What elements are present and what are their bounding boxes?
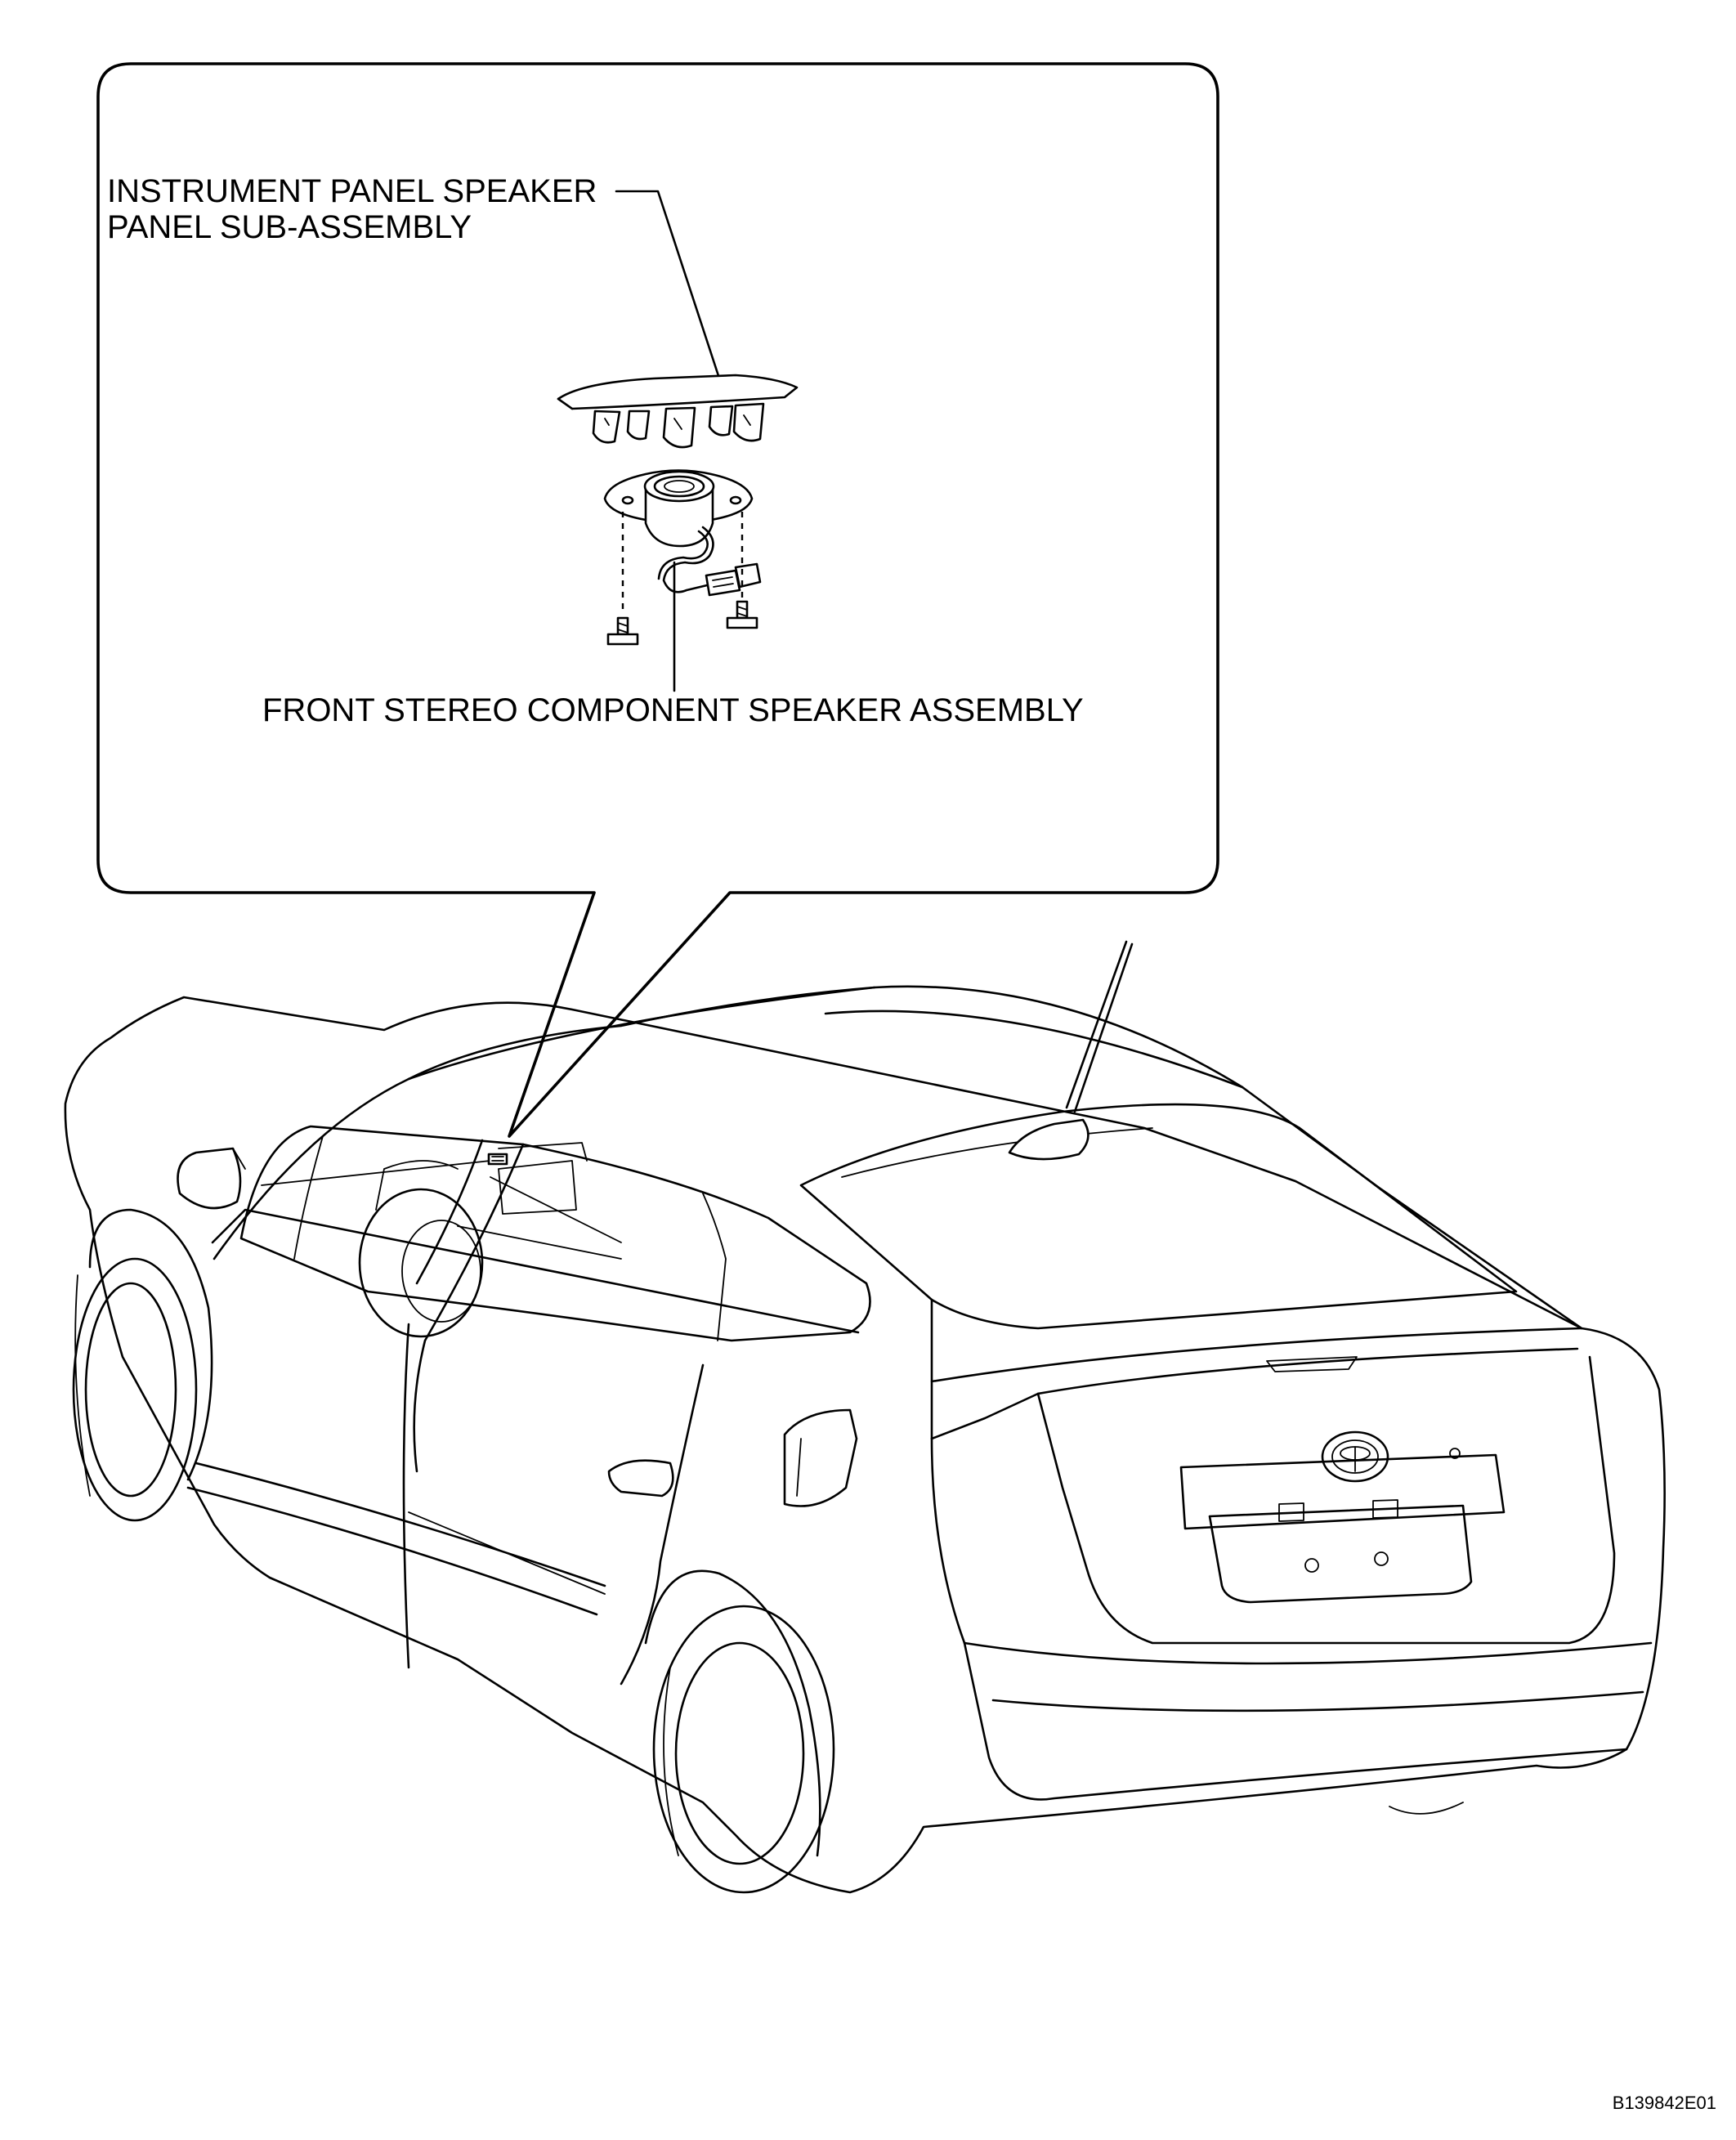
panel-label-line2: PANEL SUB-ASSEMBLY xyxy=(107,209,472,245)
speaker-assembly xyxy=(603,469,762,597)
panel-leader-line xyxy=(615,190,725,392)
rear-window xyxy=(799,1103,1518,1330)
rear-door-seam xyxy=(620,1363,705,1686)
side-window-frame xyxy=(239,1125,871,1342)
side-mirror xyxy=(177,1147,242,1210)
rear-bumper xyxy=(930,1437,1628,1801)
steering-wheel xyxy=(358,1188,484,1338)
front-wheel xyxy=(72,1208,213,1522)
rear-wheel xyxy=(644,1569,835,1894)
vehicle-body xyxy=(64,996,1666,1894)
antenna xyxy=(1008,940,1134,1161)
speaker-panel-cover xyxy=(557,374,799,449)
bolt-right xyxy=(726,600,758,629)
vehicle-illustration xyxy=(64,940,1666,1894)
fuel-lid xyxy=(783,1408,858,1507)
speaker-location-marker xyxy=(487,1153,508,1166)
callout-bubble xyxy=(96,62,1219,1138)
speaker-label: FRONT STEREO COMPONENT SPEAKER ASSEMBLY xyxy=(262,692,1084,728)
emblem-icon xyxy=(1321,1430,1389,1483)
license-plate xyxy=(1208,1504,1473,1604)
bolt-left xyxy=(606,616,639,646)
front-door-seam xyxy=(402,1323,410,1669)
panel-label-line1: INSTRUMENT PANEL SPEAKER xyxy=(107,173,597,209)
door-handle xyxy=(607,1459,674,1498)
figure-code: B139842E01 xyxy=(1613,2093,1716,2113)
a-pillar xyxy=(413,1143,525,1473)
tailgate-panel xyxy=(1036,1355,1616,1645)
